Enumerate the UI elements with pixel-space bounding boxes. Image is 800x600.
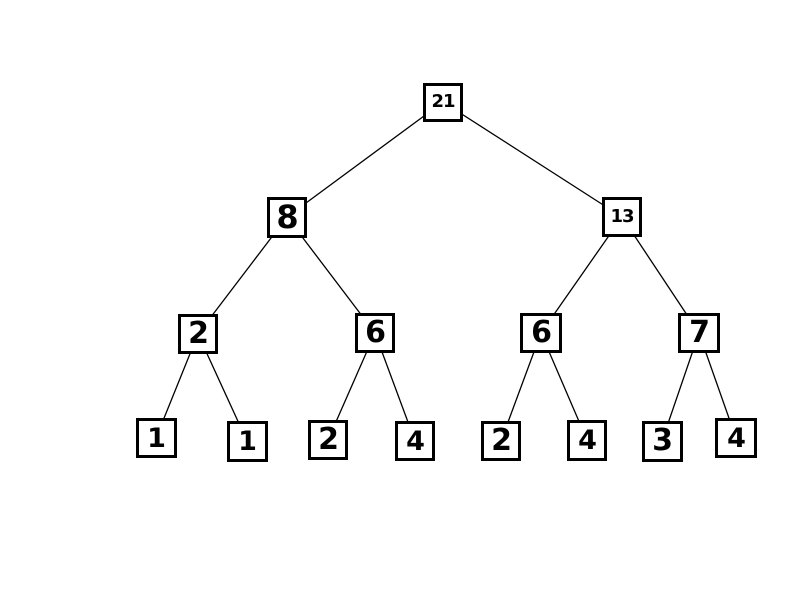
tree-node-label: 2 <box>188 316 209 351</box>
tree-node-label: 2 <box>318 422 339 457</box>
tree-node-label: 4 <box>406 425 425 457</box>
tree-node-label: 3 <box>652 423 673 458</box>
tree-node-n7: 7 <box>678 313 720 353</box>
tree-node-label: 1 <box>147 422 166 454</box>
tree-node-label: 4 <box>578 424 597 456</box>
tree-node-n6b: 6 <box>520 313 562 353</box>
tree-edge-n21-n13 <box>442 101 623 218</box>
tree-node-label: 13 <box>610 206 634 227</box>
tree-node-n4c: 4 <box>715 418 757 458</box>
tree-node-label: 1 <box>238 425 257 457</box>
tree-node-label: 21 <box>431 91 455 112</box>
tree-edge-n21-n8 <box>286 101 444 218</box>
tree-node-n2a: 2 <box>178 314 218 354</box>
tree-node-n21: 21 <box>423 82 463 122</box>
tree-node-n3: 3 <box>641 420 683 462</box>
tree-node-n8: 8 <box>267 196 307 238</box>
tree-node-n4a: 4 <box>395 421 435 461</box>
tree-node-n2c: 2 <box>481 421 521 461</box>
tree-node-n6a: 6 <box>355 313 395 353</box>
tree-node-n1a: 1 <box>135 418 177 458</box>
tree-node-label: 8 <box>276 198 298 236</box>
tree-node-label: 2 <box>491 423 512 458</box>
tree-node-label: 6 <box>365 315 386 350</box>
tree-node-label: 4 <box>727 422 746 454</box>
tree-node-label: 6 <box>531 315 552 350</box>
tree-node-label: 7 <box>689 315 710 350</box>
tree-node-n2b: 2 <box>308 420 348 460</box>
tree-node-n4b: 4 <box>567 419 607 461</box>
tree-node-n13: 13 <box>602 197 642 237</box>
tree-node-n1b: 1 <box>226 420 268 462</box>
